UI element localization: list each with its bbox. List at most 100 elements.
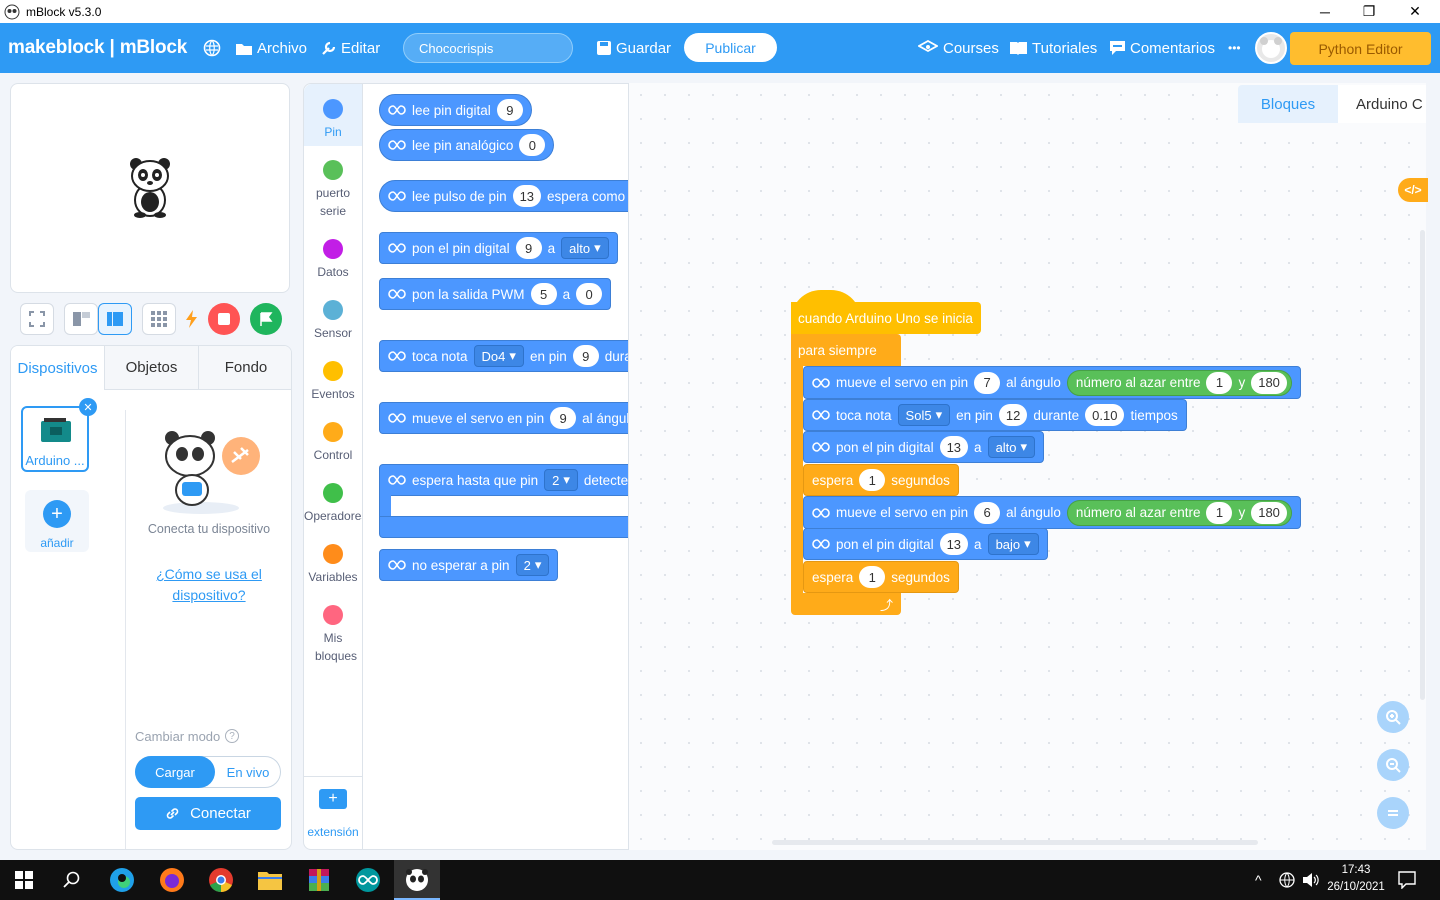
project-name-input[interactable]: Chococrispis (403, 33, 573, 63)
tray-chevron-up-icon[interactable]: ^ (1255, 872, 1262, 888)
tutoriales-link[interactable]: Tutoriales (1010, 23, 1097, 73)
block-input[interactable]: 1 (1206, 371, 1233, 394)
edge-browser-icon[interactable] (106, 864, 138, 896)
zoom-out-icon[interactable] (1377, 749, 1409, 781)
user-avatar[interactable] (1255, 32, 1287, 64)
block-input[interactable]: 7 (974, 371, 1001, 394)
category-operadores[interactable]: Operadores (304, 483, 362, 525)
category-pin[interactable]: Pin (304, 99, 362, 141)
guardar-button[interactable]: Guardar (597, 23, 671, 73)
clock-time[interactable]: 17:43 (1341, 864, 1371, 876)
category-mis-bloques[interactable]: Mis bloques (304, 605, 362, 665)
editar-menu[interactable]: Editar (321, 23, 380, 73)
zoom-in-icon[interactable] (1377, 701, 1409, 733)
block-input[interactable]: 180 (1251, 501, 1287, 524)
code-view-toggle-icon[interactable]: </> (1398, 178, 1428, 202)
block-input[interactable]: 13 (512, 185, 542, 207)
category-puerto-serie[interactable]: puerto serie (304, 160, 362, 220)
mode-live-option[interactable]: En vivo (226, 764, 270, 780)
tab-objetos[interactable]: Objetos (105, 346, 199, 390)
block-dropdown[interactable]: Sol5▾ (897, 404, 951, 426)
category-datos[interactable]: Datos (304, 239, 362, 281)
block-input[interactable]: 12 (998, 404, 1028, 426)
close-window-button[interactable]: ✕ (1409, 3, 1421, 19)
category-sensor[interactable]: Sensor (304, 300, 362, 342)
block-input[interactable]: 6 (974, 501, 1001, 524)
block-input[interactable]: 9 (550, 407, 577, 429)
file-explorer-icon[interactable] (254, 864, 286, 896)
block-input[interactable]: 9 (496, 99, 523, 121)
block-dropdown[interactable]: Do4▾ (473, 345, 524, 367)
block-input[interactable]: 13 (939, 533, 969, 555)
zoom-reset-icon[interactable] (1377, 797, 1409, 829)
courses-link[interactable]: Courses (918, 23, 999, 73)
stop-button[interactable] (208, 303, 240, 335)
connect-button[interactable]: Conectar (135, 797, 281, 830)
device-card-arduino[interactable]: Arduino ... ✕ (21, 398, 97, 472)
windows-start-icon[interactable] (8, 864, 40, 896)
more-menu-button[interactable]: ••• (1228, 41, 1241, 55)
category-control[interactable]: Control (304, 422, 362, 464)
network-globe-icon[interactable] (1279, 872, 1295, 888)
notification-center-icon[interactable] (1398, 871, 1416, 889)
publicar-button[interactable]: Publicar (684, 33, 777, 62)
extension-button[interactable]: + extensión (304, 789, 362, 839)
tab-arduino-c[interactable]: Arduino C (1338, 85, 1426, 123)
large-stage-button[interactable] (98, 303, 132, 335)
block-input[interactable]: 9 (572, 345, 599, 367)
winrar-icon[interactable] (303, 864, 335, 896)
small-stage-button[interactable] (64, 303, 98, 335)
turbo-lightning-icon[interactable] (185, 310, 199, 328)
minimize-button[interactable]: ─ (1320, 3, 1330, 20)
block-input[interactable]: 1 (1206, 501, 1233, 524)
python-editor-button[interactable]: Python Editor (1290, 32, 1431, 65)
category-variables[interactable]: Variables (304, 544, 362, 586)
block-dropdown[interactable]: 2▾ (544, 469, 578, 491)
tab-bloques[interactable]: Bloques (1238, 85, 1338, 123)
maximize-button[interactable]: ❐ (1362, 3, 1376, 19)
script-workspace[interactable] (629, 83, 1426, 850)
hat-block-arduino-start[interactable]: cuando Arduino Uno se inicia (791, 290, 981, 334)
horizontal-scrollbar[interactable] (772, 840, 1258, 845)
clock-date[interactable]: 26/10/2021 (1327, 881, 1385, 893)
add-device-button[interactable]: + añadir (25, 490, 89, 552)
block-dropdown[interactable]: bajo▾ (987, 533, 1039, 555)
stage-canvas[interactable] (10, 83, 290, 293)
block-input[interactable]: 0.10 (1085, 404, 1125, 426)
mode-upload-option[interactable]: Cargar (135, 756, 215, 788)
mode-toggle[interactable]: Cargar En vivo (135, 756, 281, 788)
globe-icon[interactable] (203, 23, 221, 73)
panda-sprite[interactable] (128, 156, 172, 218)
firefox-icon[interactable] (156, 864, 188, 896)
tab-fondo[interactable]: Fondo (199, 346, 291, 390)
green-flag-button[interactable] (250, 303, 282, 335)
fullscreen-button[interactable] (20, 303, 54, 335)
comentarios-link[interactable]: Comentarios (1110, 23, 1215, 73)
vertical-scrollbar[interactable] (1420, 230, 1425, 700)
block-input[interactable]: 9 (515, 237, 542, 259)
search-icon[interactable] (56, 864, 88, 896)
arduino-ide-icon[interactable] (352, 864, 384, 896)
archivo-menu[interactable]: Archivo (236, 23, 307, 73)
help-icon[interactable]: ? (225, 729, 239, 743)
howto-link[interactable]: ¿Cómo se usa el dispositivo? (156, 566, 262, 603)
block-dropdown[interactable]: alto▾ (561, 237, 609, 259)
block-input[interactable]: 13 (939, 436, 969, 458)
block-input[interactable]: 1 (859, 566, 886, 588)
